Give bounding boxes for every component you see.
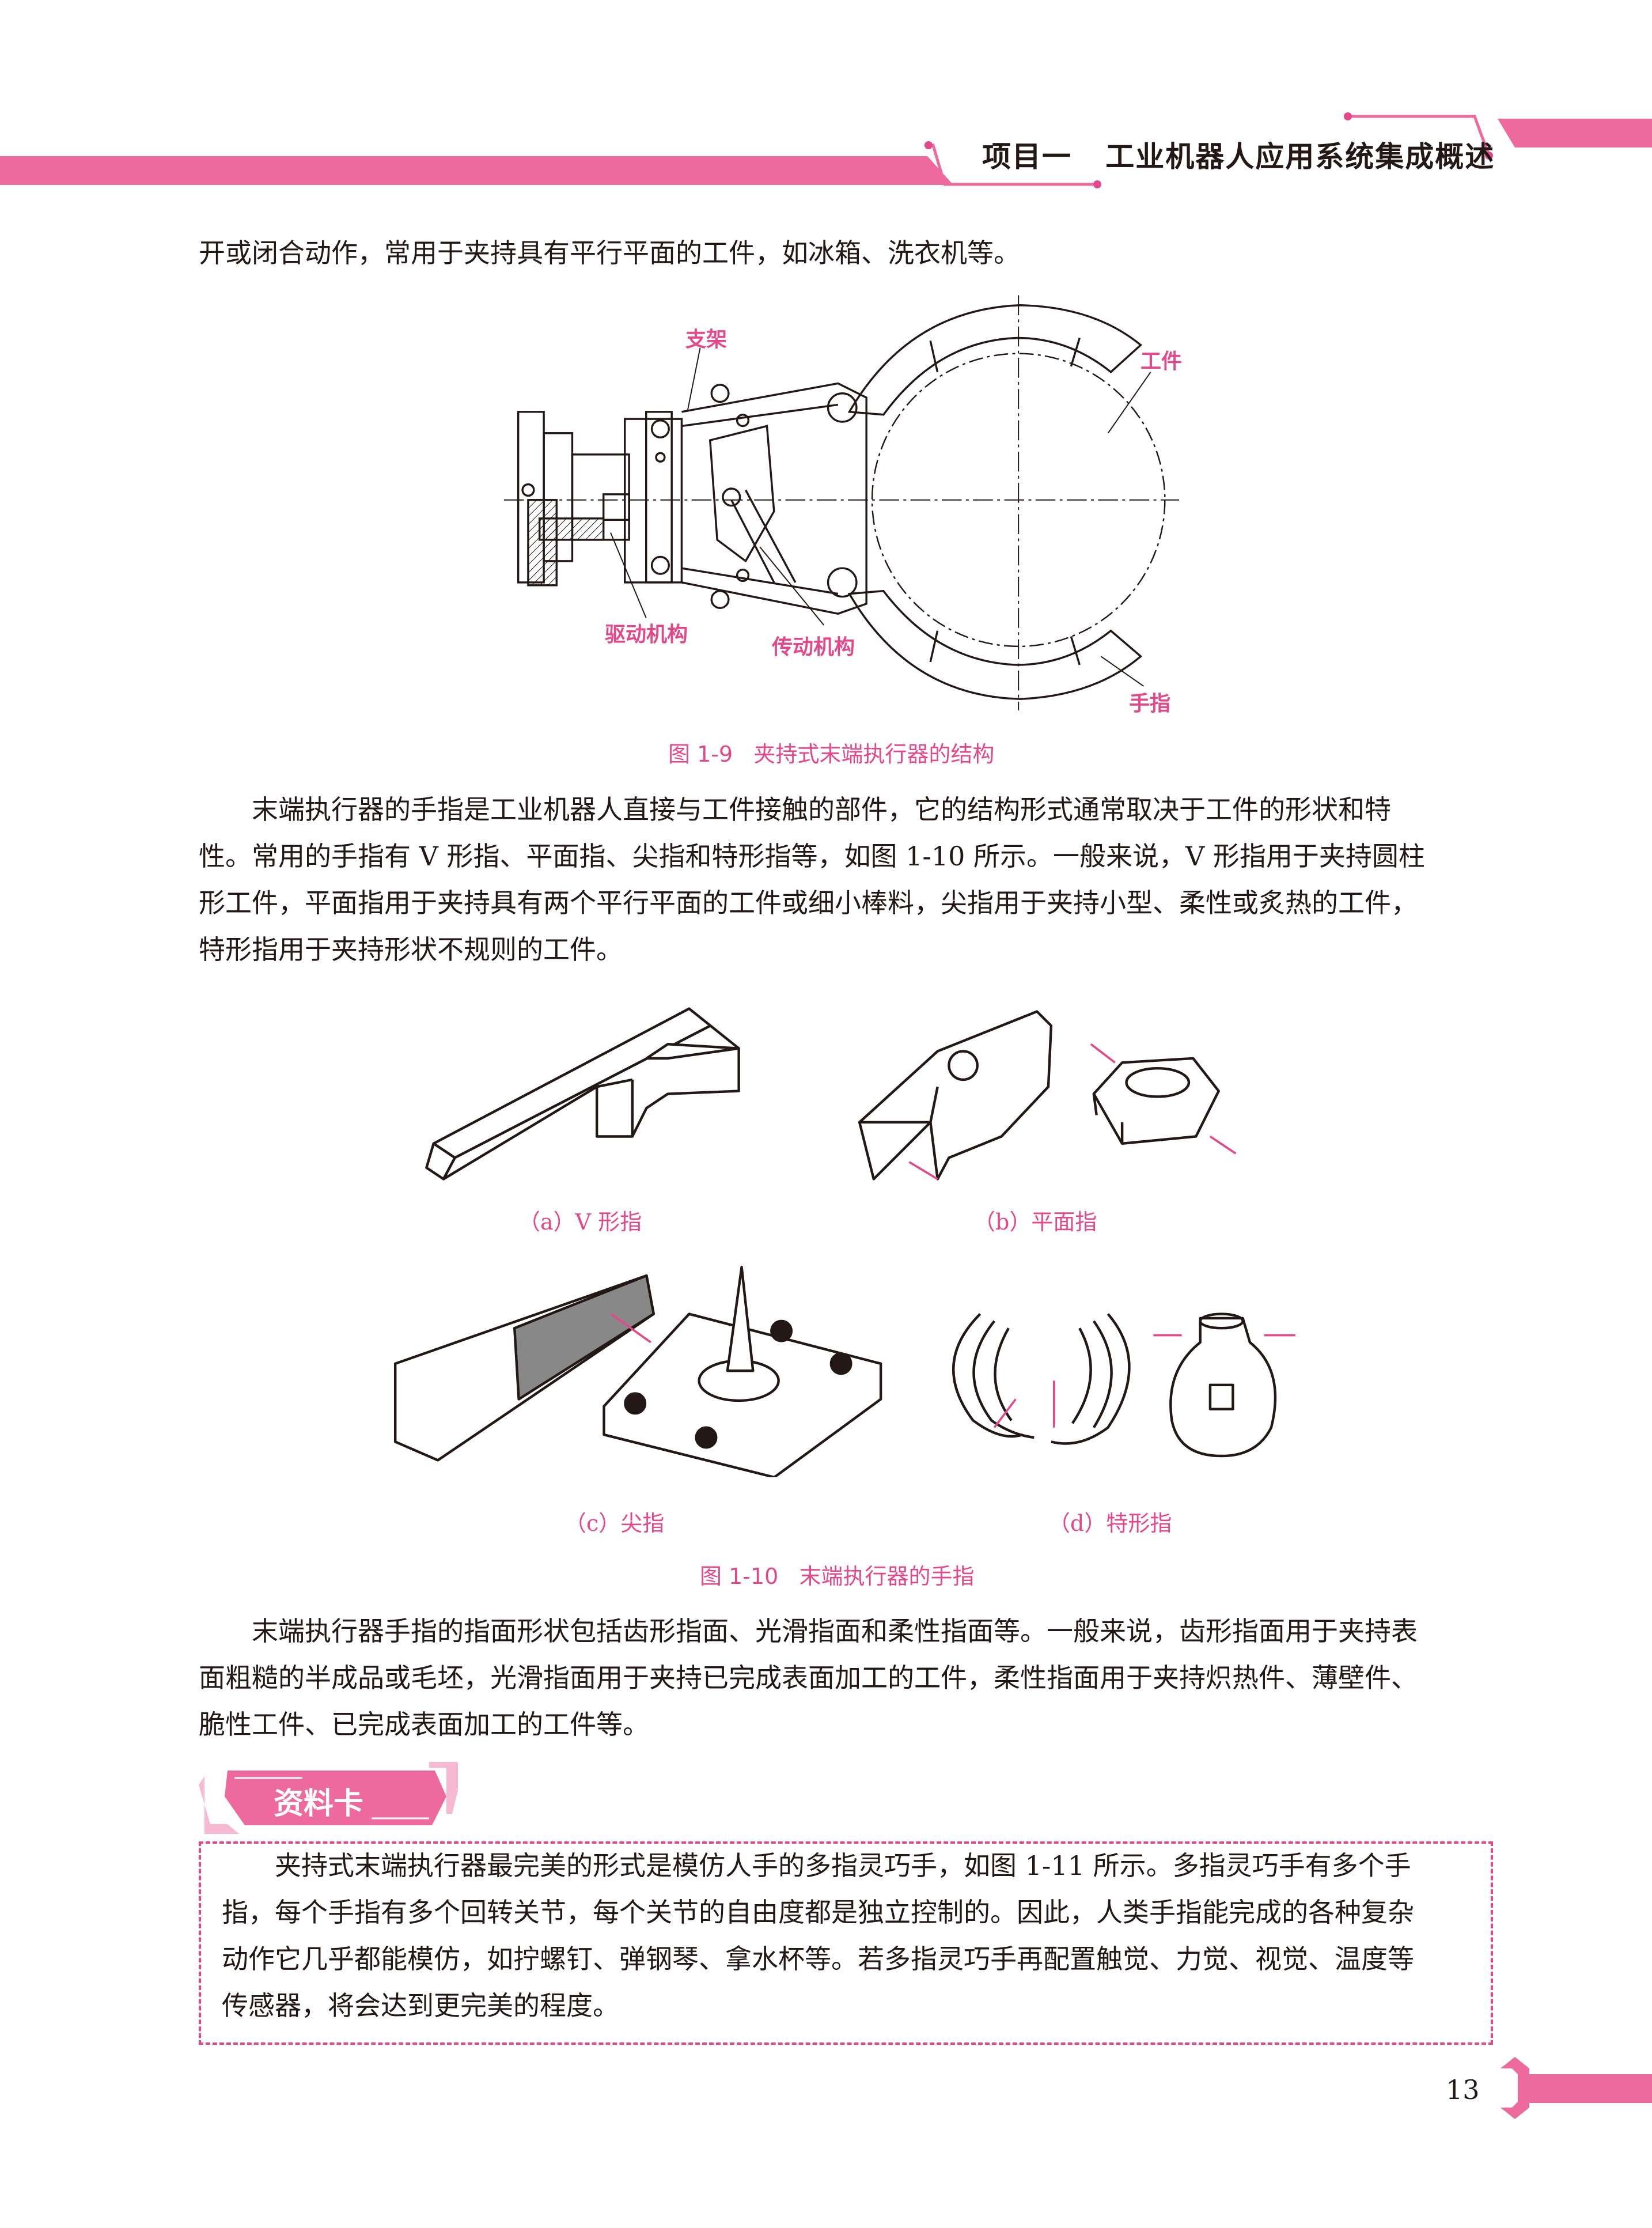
header-pink-bar-left	[0, 156, 953, 185]
flat-finger-drawing	[858, 1010, 1220, 1181]
paragraph-finger-surfaces: 末端执行器手指的指面形状包括齿形指面、光滑指面和柔性指面等。一般来说，齿形指面用…	[199, 1608, 1495, 1748]
page-number: 13	[1446, 2074, 1480, 2105]
info-card-badge-shape	[199, 1762, 458, 1834]
text-line: 末端执行器的手指是工业机器人直接与工件接触的部件，它的结构形式通常取决于工件的形…	[252, 794, 1391, 825]
info-card-box	[199, 1841, 1493, 2045]
subcaption-v-finger: （a）V 形指	[518, 1209, 642, 1235]
text-line: 面粗糙的半成品或毛坯，光滑指面用于夹持已完成表面加工的工件，柔性指面用于夹持炽热…	[199, 1662, 1418, 1693]
text-line: 形工件，平面指用于夹持具有两个平行平面的工件或细小棒料，尖指用于夹持小型、柔性或…	[199, 887, 1418, 918]
text-line: 传感器，将会达到更完美的程度。	[222, 1990, 619, 2021]
label-transmission-mechanism: 传动机构	[772, 636, 855, 659]
figure-1-10-caption: 图 1-10 末端执行器的手指	[700, 1564, 975, 1589]
figure-1-9-gripper-structure	[504, 295, 1179, 710]
label-workpiece: 工件	[1141, 350, 1183, 373]
text-line: 夹持式末端执行器最完美的形式是模仿人手的多指灵巧手，如图 1-11 所示。多指灵…	[275, 1850, 1411, 1881]
subcaption-flat-finger: （b）平面指	[973, 1209, 1097, 1235]
text-line: 性。常用的手指有 V 形指、平面指、尖指和特形指等，如图 1-10 所示。一般来…	[199, 841, 1425, 872]
footer-pink-tab	[1501, 2057, 1652, 2119]
special-finger-drawing	[952, 1312, 1277, 1458]
intro-paragraph: 开或闭合动作，常用于夹持具有平行平面的工件，如冰箱、洗衣机等。	[199, 230, 1495, 277]
text-line: 末端执行器手指的指面形状包括齿形指面、光滑指面和柔性指面等。一般来说，齿形指面用…	[252, 1616, 1418, 1647]
text-line: 指，每个手指有多个回转关节，每个关节的自由度都是独立控制的。因此，人类手指能完成…	[222, 1897, 1414, 1928]
text-line: 开或闭合动作，常用于夹持具有平行平面的工件，如冰箱、洗衣机等。	[199, 237, 1020, 268]
figure-1-9-caption: 图 1-9 夹持式末端执行器的结构	[668, 742, 995, 767]
subcaption-pointed-finger: （c）尖指	[564, 1511, 665, 1536]
chapter-header-title: 项目一 工业机器人应用系统集成概述	[982, 140, 1495, 173]
header-pink-bar-right	[1498, 119, 1652, 147]
label-finger: 手指	[1129, 692, 1171, 716]
text-line: 动作它几乎都能模仿，如拧螺钉、弹钢琴、拿水杯等。若多指灵巧手再配置触觉、力觉、视…	[222, 1943, 1414, 1974]
header-bracket-lines	[924, 112, 1493, 188]
pointed-finger-drawing	[393, 1266, 882, 1477]
figure-1-10-finger-types	[393, 1007, 1295, 1477]
paragraph-finger-types: 末端执行器的手指是工业机器人直接与工件接触的部件，它的结构形式通常取决于工件的形…	[199, 786, 1495, 973]
label-drive-mechanism: 驱动机构	[605, 623, 688, 646]
text-line: 特形指用于夹持形状不规则的工件。	[199, 934, 623, 965]
label-bracket: 支架	[685, 328, 728, 351]
subcaption-special-finger: （d）特形指	[1048, 1511, 1172, 1536]
v-finger-drawing	[425, 1007, 740, 1181]
info-card-text: 夹持式末端执行器最完美的形式是模仿人手的多指灵巧手，如图 1-11 所示。多指灵…	[222, 1843, 1477, 2029]
text-line: 脆性工件、已完成表面加工的工件等。	[199, 1709, 649, 1740]
info-card-badge: 资料卡	[274, 1787, 364, 1821]
